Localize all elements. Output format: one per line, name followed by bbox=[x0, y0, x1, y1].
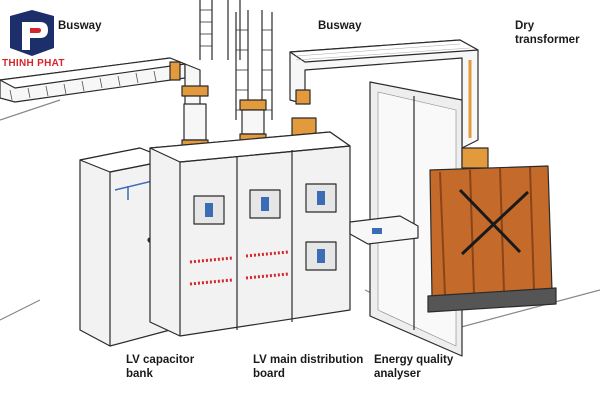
lv-main-distribution-board bbox=[149, 131, 351, 337]
dry-transformer bbox=[427, 147, 557, 313]
label-dry-transformer: Dry transformer bbox=[515, 20, 580, 46]
busway-top bbox=[289, 39, 479, 149]
ladder-busway-1 bbox=[199, 0, 241, 60]
label-busway-left: Busway bbox=[58, 20, 102, 32]
room-wall-lines bbox=[0, 99, 600, 331]
label-busway-top: Busway bbox=[318, 20, 362, 32]
label-lv-capacitor-bank: LV capacitor bank bbox=[126, 354, 195, 380]
brand-name: THINH PHAT bbox=[2, 58, 65, 69]
label-energy-quality-analyser: Energy quality analyser bbox=[374, 354, 454, 380]
breaker-1 bbox=[193, 195, 225, 225]
ladder-busway-2 bbox=[235, 10, 273, 120]
breaker-2 bbox=[249, 189, 281, 219]
label-lv-main-distribution-board: LV main distribution board bbox=[253, 354, 364, 380]
busway-left bbox=[0, 57, 201, 111]
tp-monogram-icon bbox=[10, 10, 54, 56]
